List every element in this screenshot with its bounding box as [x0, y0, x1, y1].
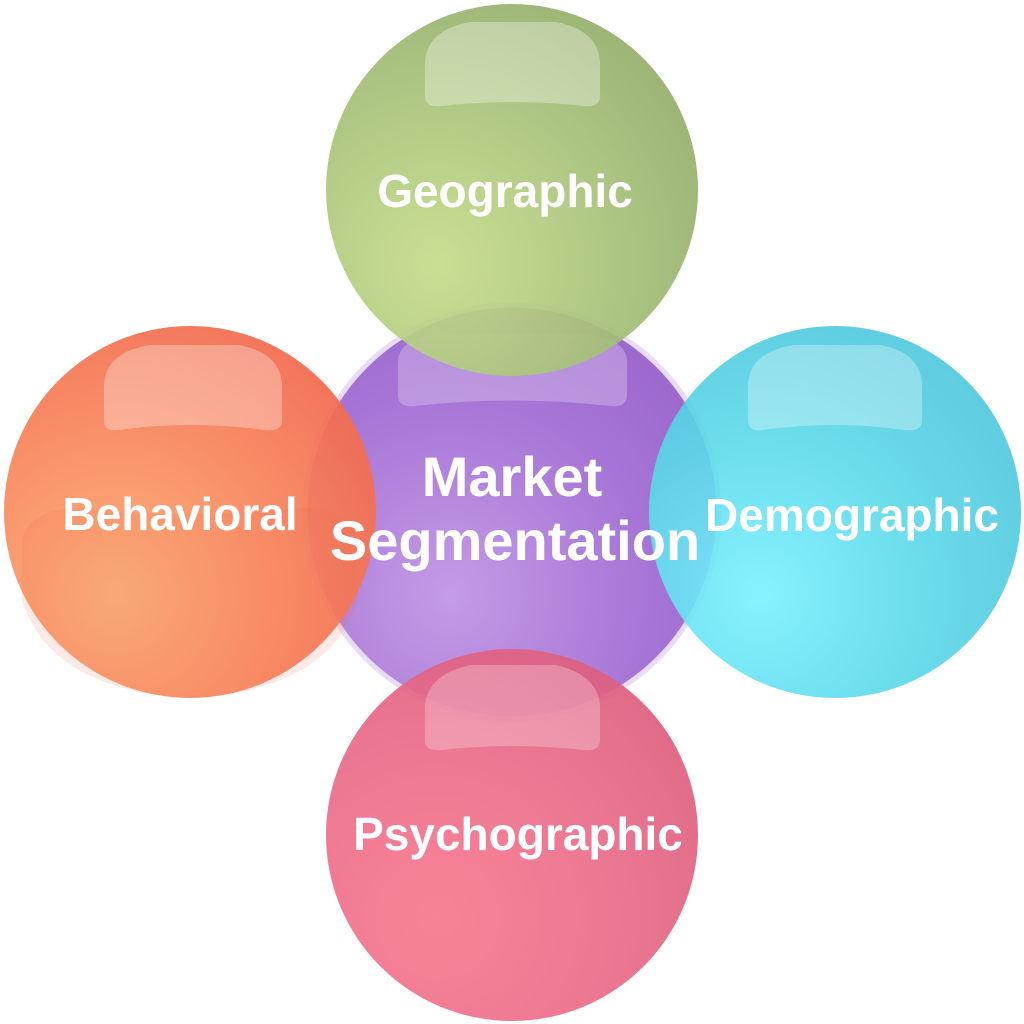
- demographic-bubble: [649, 326, 1021, 698]
- psychographic-bubble: [326, 649, 698, 1021]
- psychographic-label: Psychographic: [353, 808, 683, 860]
- behavioral-bubble: [4, 326, 376, 698]
- behavioral-label: Behavioral: [62, 488, 297, 540]
- center-label-line2: Segmentation: [330, 509, 700, 572]
- geographic-bubble: [326, 4, 698, 376]
- geographic-label: Geographic: [377, 165, 633, 217]
- center-label-line1: Market: [422, 445, 603, 508]
- demographic-label: Demographic: [705, 489, 999, 541]
